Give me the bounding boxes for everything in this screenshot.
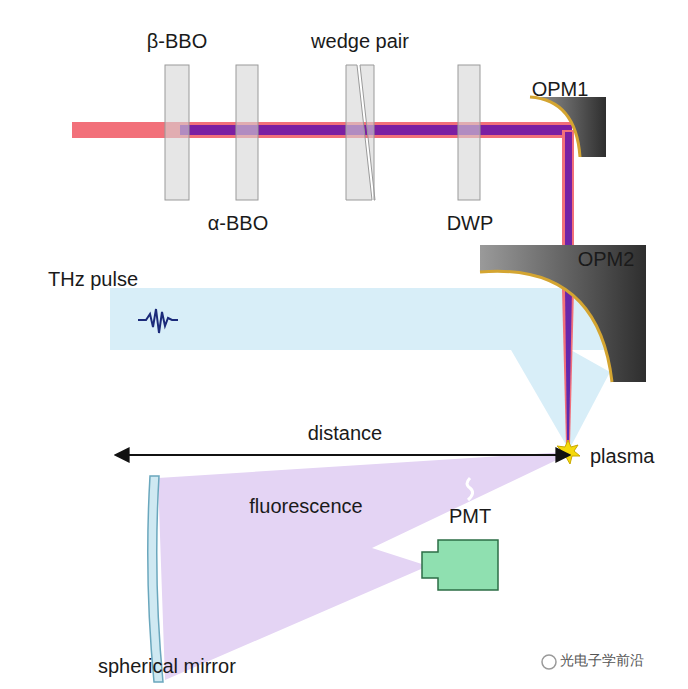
crystal-plate (236, 65, 258, 200)
spherical-mirror (148, 476, 163, 682)
break-mark (467, 478, 473, 500)
mirror-coating (480, 271, 612, 382)
parabolic-mirror (480, 245, 646, 382)
watermark: 光电子学前沿 (560, 653, 644, 668)
part-label: DWP (447, 212, 494, 234)
parabolic-mirror (530, 97, 606, 157)
pmt-detector (422, 540, 498, 590)
part-label: spherical mirror (98, 655, 236, 677)
wedge (360, 65, 375, 200)
beam-label: fluorescence (249, 495, 362, 517)
part-label: α-BBO (208, 212, 268, 234)
distance-arrow (128, 454, 557, 456)
part-label: OPM1 (532, 78, 589, 100)
part-label: PMT (449, 505, 491, 527)
part-label: wedge pair (311, 30, 409, 52)
part-label: OPM2 (578, 248, 635, 270)
fluorescence-light (158, 452, 565, 680)
part-label: β-BBO (147, 30, 207, 52)
mirror-coating (530, 97, 580, 157)
waveplate (458, 65, 480, 200)
watermark-icon (542, 655, 556, 669)
part-label: plasma (590, 445, 654, 467)
thz-waveform (138, 309, 178, 333)
thz-focus (482, 300, 610, 450)
crystal-plate (165, 65, 189, 200)
dimension-label: distance (308, 422, 383, 444)
plasma-spark (557, 440, 580, 464)
beam-label: THz pulse (48, 268, 138, 290)
